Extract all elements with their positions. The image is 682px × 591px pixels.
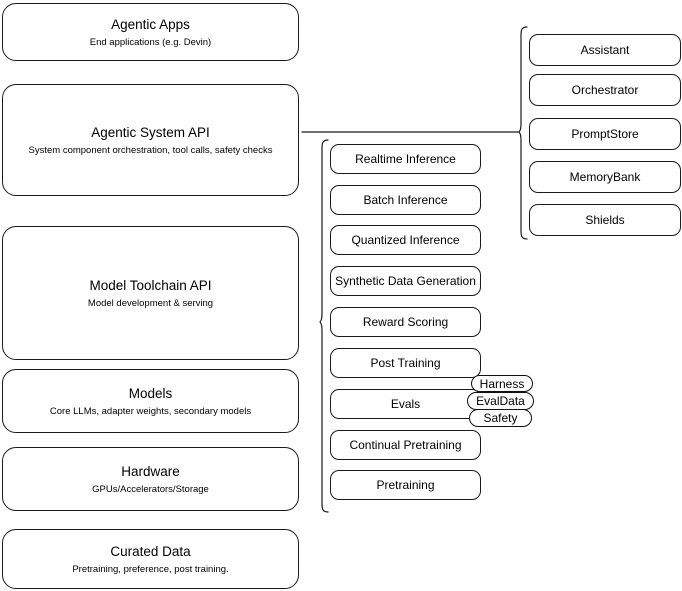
evals-subcomponent-safety[interactable]: Safety (469, 409, 532, 427)
component-label: Realtime Inference (355, 151, 456, 166)
component-label: Continual Pretraining (349, 437, 462, 452)
subcomponent-label: EvalData (476, 394, 525, 408)
toolchain-component-pretraining[interactable]: Pretraining (330, 470, 481, 500)
component-label: Orchestrator (571, 82, 639, 97)
stack-layer-models[interactable]: Models Core LLMs, adapter weights, secon… (2, 369, 299, 433)
component-label: Reward Scoring (362, 314, 449, 329)
component-label: Shields (585, 212, 625, 227)
toolchain-component-synthetic-data-generation[interactable]: Synthetic Data Generation (330, 266, 481, 296)
layer-subtitle: System component orchestration, tool cal… (28, 144, 273, 156)
evals-subcomponent-evaldata[interactable]: EvalData (467, 392, 534, 410)
toolchain-component-quantized-inference[interactable]: Quantized Inference (330, 225, 481, 255)
component-label: PromptStore (571, 126, 639, 141)
toolchain-component-realtime-inference[interactable]: Realtime Inference (330, 144, 481, 174)
component-label: MemoryBank (569, 169, 641, 184)
toolchain-component-reward-scoring[interactable]: Reward Scoring (330, 307, 481, 337)
layer-subtitle: Pretraining, preference, post training. (72, 563, 229, 575)
layer-subtitle: End applications (e.g. Devin) (89, 36, 212, 48)
toolchain-component-evals[interactable]: Evals (330, 389, 481, 419)
layer-subtitle: Core LLMs, adapter weights, secondary mo… (49, 405, 252, 417)
layer-title: Model Toolchain API (89, 277, 212, 293)
stack-layer-model-toolchain-api[interactable]: Model Toolchain API Model development & … (2, 226, 299, 360)
evals-subcomponent-harness[interactable]: Harness (471, 375, 533, 392)
stack-layer-hardware[interactable]: Hardware GPUs/Accelerators/Storage (2, 447, 299, 511)
subcomponent-label: Safety (483, 411, 518, 425)
component-label: Assistant (580, 42, 630, 57)
component-label: Pretraining (376, 477, 435, 492)
layer-title: Hardware (121, 463, 180, 479)
agentic-system-components-brace (518, 26, 528, 240)
model-toolchain-components-brace (319, 139, 329, 513)
layer-title: Agentic System API (91, 124, 210, 140)
toolchain-component-post-training[interactable]: Post Training (330, 348, 481, 378)
layer-subtitle: GPUs/Accelerators/Storage (92, 483, 209, 495)
stack-layer-agentic-system-api[interactable]: Agentic System API System component orch… (2, 84, 299, 196)
component-label: Evals (390, 396, 421, 411)
component-label: Post Training (370, 355, 441, 370)
layer-title: Curated Data (110, 543, 191, 559)
stack-layer-curated-data[interactable]: Curated Data Pretraining, preference, po… (2, 529, 299, 589)
component-label: Batch Inference (363, 192, 448, 207)
toolchain-component-batch-inference[interactable]: Batch Inference (330, 185, 481, 215)
system-component-promptstore[interactable]: PromptStore (529, 118, 681, 150)
layer-title: Models (128, 385, 173, 401)
layer-subtitle: Model development & serving (87, 297, 214, 309)
component-label: Quantized Inference (351, 232, 460, 247)
stack-layer-agentic-apps[interactable]: Agentic Apps End applications (e.g. Devi… (2, 3, 299, 61)
toolchain-component-continual-pretraining[interactable]: Continual Pretraining (330, 430, 481, 460)
component-label: Synthetic Data Generation (335, 273, 476, 288)
subcomponent-label: Harness (479, 376, 525, 391)
system-component-assistant[interactable]: Assistant (529, 34, 681, 66)
system-component-orchestrator[interactable]: Orchestrator (529, 74, 681, 106)
layer-title: Agentic Apps (111, 16, 190, 32)
system-component-shields[interactable]: Shields (529, 204, 681, 236)
system-component-memorybank[interactable]: MemoryBank (529, 161, 681, 193)
